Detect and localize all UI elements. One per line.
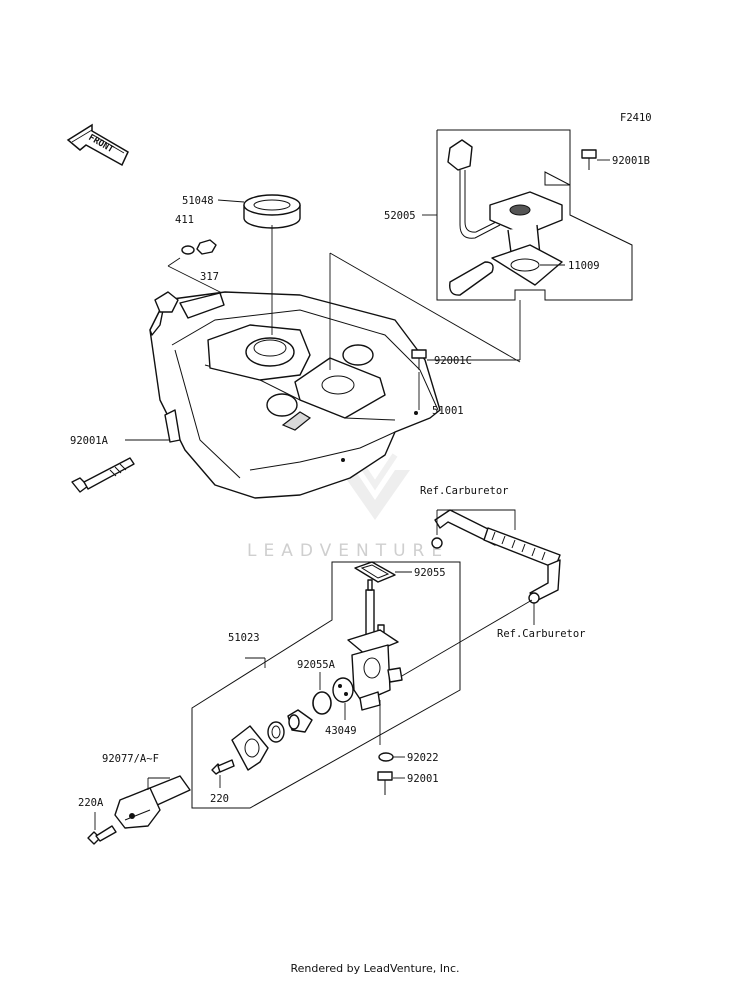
valve-knob-92077	[114, 775, 191, 829]
footer-credit: Rendered by LeadVenture, Inc.	[290, 962, 460, 975]
valve-stem	[267, 709, 313, 743]
o-ring-92055a	[312, 691, 332, 715]
washer-92022	[378, 752, 394, 762]
label-51023: 51023	[228, 632, 260, 644]
figure-code: F2410	[620, 112, 652, 124]
label-411: 411	[175, 214, 194, 226]
label-220: 220	[210, 793, 229, 805]
fuel-cap	[243, 194, 301, 229]
watermark-text: LEADVENTURE	[247, 541, 449, 561]
fuel-valve-body	[347, 579, 403, 711]
label-11009: 11009	[568, 260, 600, 272]
nut-317	[196, 239, 217, 255]
bolt-92001a	[71, 457, 135, 493]
label-92001: 92001	[407, 773, 439, 785]
label-92055a: 92055A	[297, 659, 336, 671]
label-43049: 43049	[325, 725, 357, 737]
screw-220	[211, 759, 235, 775]
label-92077: 92077/A~F	[102, 753, 159, 765]
label-317: 317	[200, 271, 219, 283]
gasket-92055	[354, 561, 396, 583]
label-ref-carburetor-top: Ref.Carburetor	[420, 485, 509, 497]
valve-detail-box	[191, 561, 461, 809]
pump-detail-box	[436, 129, 633, 301]
washer-411	[181, 245, 195, 255]
label-92055: 92055	[414, 567, 446, 579]
label-51048: 51048	[182, 195, 214, 207]
bolt-92001c	[411, 349, 427, 370]
label-51001: 51001	[432, 405, 464, 417]
label-92001a: 92001A	[70, 435, 109, 447]
label-220a: 220A	[78, 797, 104, 809]
bolt-220a	[87, 825, 117, 845]
screw-92001b	[581, 149, 597, 170]
valve-cover-plate	[231, 725, 269, 771]
label-52005: 52005	[384, 210, 416, 222]
label-92022: 92022	[407, 752, 439, 764]
lever-plate-43049	[332, 677, 354, 703]
fuel-pump-unit	[447, 139, 563, 296]
bolt-92001	[377, 771, 393, 795]
label-92001b: 92001B	[612, 155, 650, 167]
fuel-tank	[149, 291, 441, 499]
front-arrow-icon: FRONT	[66, 123, 129, 167]
fuel-hoses	[431, 509, 561, 604]
label-ref-carburetor-bottom: Ref.Carburetor	[497, 628, 586, 640]
label-92001c: 92001C	[434, 355, 472, 367]
